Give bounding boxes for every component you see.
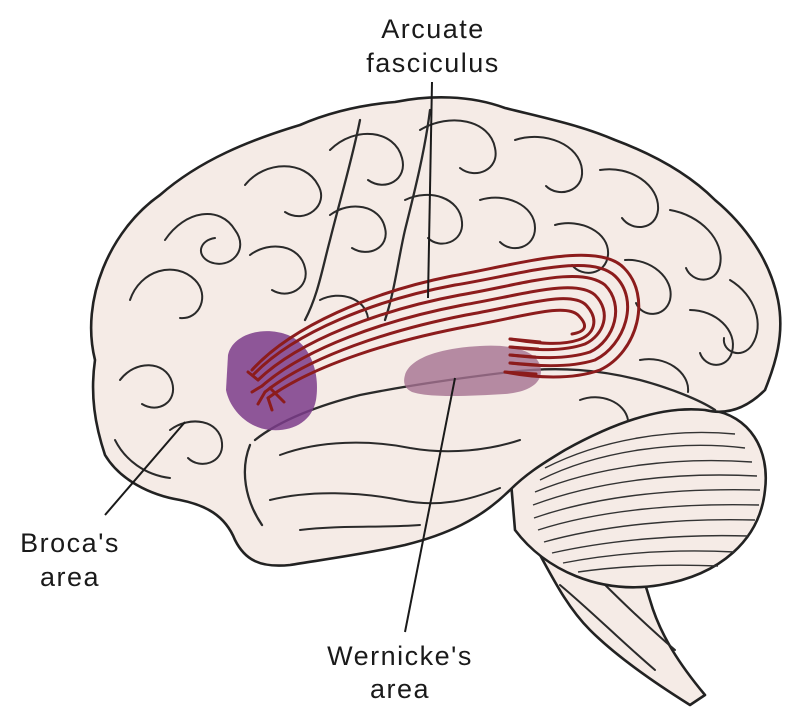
wernicke-label-line2: area [370, 674, 430, 704]
broca-label-line2: area [40, 562, 100, 592]
arcuate-label-line2: fasciculus [366, 48, 500, 78]
wernicke-label-line1: Wernicke's [327, 641, 473, 671]
broca-label-line1: Broca's [20, 528, 120, 558]
arcuate-label-line1: Arcuate [381, 14, 485, 44]
